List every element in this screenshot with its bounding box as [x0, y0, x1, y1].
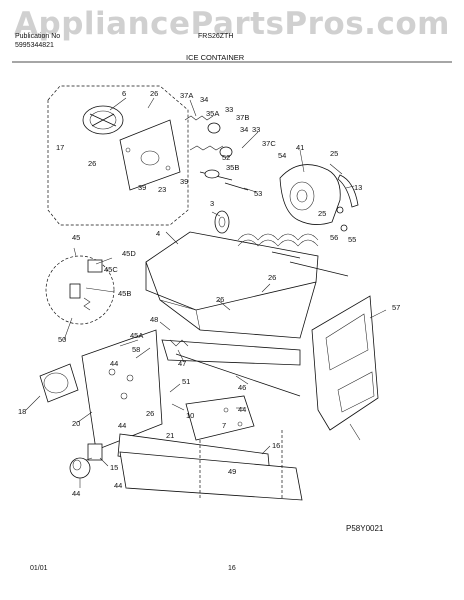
callout-label: 39 [138, 183, 146, 192]
diagram-code: P58Y0021 [346, 524, 384, 533]
auger-motor-bracket-assembly [82, 105, 181, 191]
callout-label: 16 [272, 441, 280, 450]
callout-label: 20 [72, 419, 80, 428]
page-number: 16 [228, 565, 236, 572]
callout-label: 44 [114, 481, 122, 490]
callout-label: 35B [226, 163, 239, 172]
callout-label: 57 [392, 303, 400, 312]
callout-label: 23 [158, 185, 166, 194]
callout-label: 6 [122, 89, 126, 98]
callout-label: 45B [118, 289, 131, 298]
callout-label: 44 [238, 405, 246, 414]
callout-label: 26 [150, 89, 158, 98]
callout-label: 52 [222, 153, 230, 162]
callout-label: 54 [278, 151, 286, 160]
watermark: AppliancePartsPros.com [14, 6, 450, 42]
solenoid-dashed-outline [45, 255, 115, 325]
callout-label: 33 [225, 105, 233, 114]
callout-label: 26 [88, 159, 96, 168]
auger-spring-parts [184, 115, 249, 191]
callout-label: 7 [222, 421, 226, 430]
callout-label: 10 [186, 411, 194, 420]
model-number: FRS26ZTH [198, 33, 234, 40]
callout-label: 26 [268, 273, 276, 282]
callout-label: 47 [178, 359, 186, 368]
callout-label: 56 [330, 233, 338, 242]
callout-label: 37B [236, 113, 249, 122]
callout-label: 4 [156, 229, 160, 238]
callout-label: 44 [110, 359, 118, 368]
callout-label: 50 [58, 335, 66, 344]
ice-container-bin [145, 231, 349, 339]
callout-label: 53 [254, 189, 262, 198]
dispenser-drive-housing [279, 164, 359, 232]
callout-label: 37C [262, 139, 276, 148]
callout-label: 51 [182, 377, 190, 386]
callout-label: 45C [104, 265, 118, 274]
callout-label: 41 [296, 143, 304, 152]
callout-label: 3 [210, 199, 214, 208]
footer-date: 01/01 [30, 565, 48, 572]
callout-label: 44 [118, 421, 126, 430]
callout-label: 21 [166, 431, 174, 440]
callout-label: 33 [252, 125, 260, 134]
lower-housing-assembly [39, 329, 301, 451]
callout-label: 17 [56, 143, 64, 152]
callout-label: 48 [150, 315, 158, 324]
leader-lines [25, 97, 387, 488]
callout-label: 49 [228, 467, 236, 476]
section-title: ICE CONTAINER [186, 53, 245, 62]
callout-label: 45 [72, 233, 80, 242]
callout-label: 15 [110, 463, 118, 472]
callout-label: 26 [216, 295, 224, 304]
callout-label: 39 [180, 177, 188, 186]
callout-label: 35A [206, 109, 219, 118]
callout-label: 45A [130, 331, 143, 340]
callout-label: 55 [348, 235, 356, 244]
callout-label: 25 [330, 149, 338, 158]
callout-label: 18 [18, 407, 26, 416]
light-bulb-and-socket [69, 443, 103, 479]
auger-ring [214, 210, 230, 234]
callout-label: 34 [200, 95, 208, 104]
callout-label: 44 [72, 489, 80, 498]
callout-label: 25 [318, 209, 326, 218]
callout-label: 45D [122, 249, 136, 258]
bin-front-cover [311, 295, 379, 431]
callout-label: 13 [354, 183, 362, 192]
callout-label: 34 [240, 125, 248, 134]
bracket-dashed-outline [47, 85, 189, 226]
callout-label: 26 [146, 409, 154, 418]
callout-label: 46 [238, 383, 246, 392]
dispenser-slide-plates [117, 395, 303, 501]
callout-label: 37A [180, 91, 193, 100]
publication-number: 5995344821 [15, 42, 54, 49]
callout-label: 58 [132, 345, 140, 354]
publication-label: Publication No [15, 33, 61, 40]
